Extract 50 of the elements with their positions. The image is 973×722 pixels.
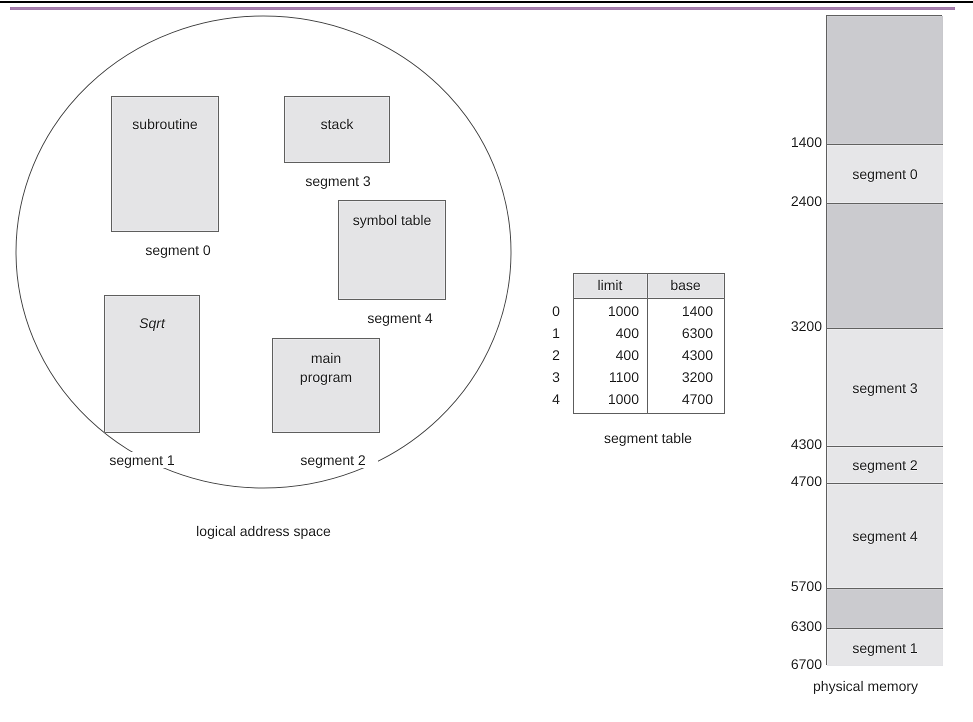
table-cell-text: 1000: [606, 303, 639, 319]
memory-segment: [827, 144, 943, 203]
row-index: 2: [551, 347, 561, 363]
segment-label: segment 0: [852, 166, 918, 182]
row-index: 1: [551, 325, 561, 341]
segment-box: [338, 200, 446, 300]
segment-content: subroutine: [132, 115, 198, 134]
memory-segment: [827, 628, 943, 666]
segment-box: [111, 96, 219, 232]
column-header: limit: [596, 277, 624, 293]
segment-label: segment 2: [852, 457, 918, 473]
diagram-caption: physical memory: [813, 678, 918, 694]
row-index: 4: [551, 391, 561, 407]
memory-segment: [827, 483, 943, 588]
segment-box: [272, 338, 380, 433]
table-cell-text: 400: [614, 347, 639, 363]
address-label: 1400: [790, 134, 822, 150]
table-cell-text: 1400: [680, 303, 713, 319]
table-cell-text: 4300: [680, 347, 713, 363]
address-label: 6700: [790, 656, 822, 672]
row-index: 0: [551, 303, 561, 319]
segment-content: Sqrt: [139, 314, 165, 333]
free-memory-block: [827, 588, 943, 628]
table-caption: segment table: [603, 430, 693, 446]
address-label: 2400: [790, 193, 822, 209]
address-label: 5700: [790, 578, 822, 594]
segment-content: symbol table: [352, 211, 432, 230]
segment-label: segment 3: [852, 380, 918, 396]
address-label: 4700: [790, 473, 822, 489]
segment-label: segment 1: [852, 640, 918, 656]
segment-box: [104, 295, 200, 433]
table-cell-text: 1000: [606, 391, 639, 407]
memory-segment: [827, 328, 943, 446]
address-label: 4300: [790, 436, 822, 452]
segment-content: stack: [320, 115, 354, 134]
table-cell-text: 3200: [680, 369, 713, 385]
segment-box: [284, 96, 390, 163]
table-cell-text: 4700: [680, 391, 713, 407]
table-cell-text: 1100: [608, 369, 639, 385]
table-cell-text: 6300: [680, 325, 713, 341]
segment-label: segment 4: [852, 528, 918, 544]
table-cell-text: 400: [614, 325, 639, 341]
segment-content: main program: [298, 349, 354, 387]
free-memory-block: [827, 16, 943, 144]
free-memory-block: [827, 203, 943, 328]
address-label: 6300: [790, 618, 822, 634]
memory-segment: [827, 446, 943, 483]
address-label: 3200: [790, 318, 822, 334]
row-index: 3: [551, 369, 561, 385]
column-header: base: [669, 277, 702, 293]
